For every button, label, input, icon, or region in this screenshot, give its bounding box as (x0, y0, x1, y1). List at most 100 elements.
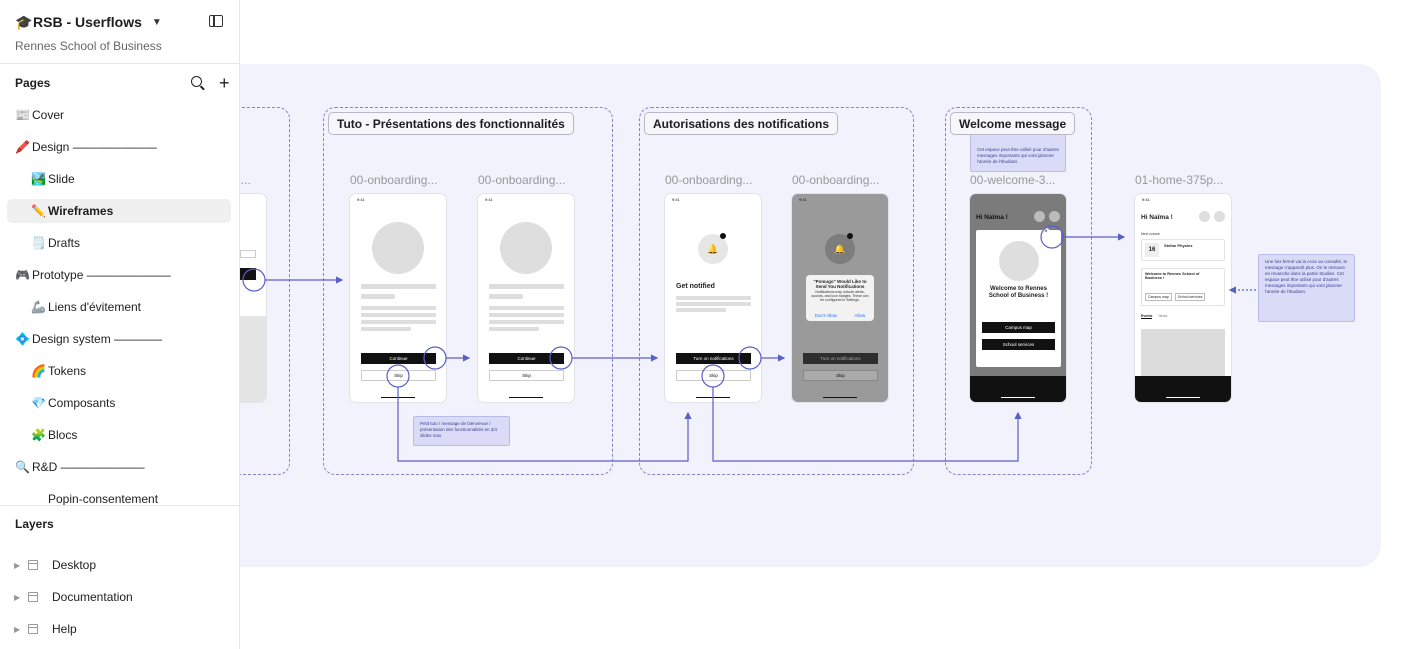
continue-button[interactable]: Continue (489, 353, 564, 364)
phone-onboarding-1[interactable]: 9:41 Continue Skip (350, 194, 446, 402)
text-placeholder (676, 308, 726, 312)
home-tabs: Events News (1141, 314, 1167, 319)
page-item-liens[interactable]: 🦾Liens d'évitement (7, 295, 231, 319)
turn-on-notifications-button[interactable]: Turn on notifications (676, 353, 751, 364)
section-partial[interactable] (240, 107, 290, 475)
phone-onboarding-3[interactable]: 9:41 🔔 Get notified Turn on notification… (665, 194, 761, 402)
continue-button[interactable]: Continue (361, 353, 436, 364)
page-item-design-system[interactable]: 💠Design system ———— (7, 327, 231, 351)
skip-button[interactable]: Skip (489, 370, 564, 381)
page-item-slide[interactable]: 🏞️Slide (7, 167, 231, 191)
tab-events[interactable]: Events (1141, 314, 1153, 319)
section-tuto[interactable] (323, 107, 613, 475)
home-indicator (381, 396, 415, 398)
tab-bar (970, 376, 1066, 402)
text-placeholder (489, 313, 564, 317)
next-course-label: Next course (1141, 232, 1160, 236)
welcome-card[interactable]: Welcome to Rennes School of Business ! C… (1141, 268, 1225, 306)
caret-right-icon[interactable]: ▶ (14, 592, 21, 602)
layer-row-desktop[interactable]: ▶ Desktop (14, 555, 234, 575)
skip-button[interactable]: Skip (803, 370, 878, 381)
page-item-rd[interactable]: 🔍R&D ——————— (7, 455, 231, 479)
section-label-tuto[interactable]: Tuto - Présentations des fonctionnalités (328, 112, 574, 135)
home-indicator (1001, 396, 1035, 398)
page-item-blocs[interactable]: 🧩Blocs (7, 423, 231, 447)
page-item-cover[interactable]: 📰Cover (7, 103, 231, 127)
chevron-down-icon[interactable]: ▼ (151, 16, 162, 28)
page-item-wireframes[interactable]: ✏️Wireframes (7, 199, 231, 223)
dont-allow-button[interactable]: Don't Allow (814, 313, 837, 318)
section-label-notifications[interactable]: Autorisations des notifications (644, 112, 839, 135)
frame-name: 00-onboarding... (350, 173, 438, 187)
text-placeholder (361, 284, 436, 289)
page-label: Slide (48, 172, 75, 186)
text-placeholder (361, 294, 395, 299)
get-notified-title: Get notified (676, 283, 715, 290)
bell-icon: 🔔 (825, 234, 855, 264)
tab-news[interactable]: News (1158, 314, 1168, 318)
status-time: 9:41 (485, 197, 493, 202)
course-day: 16 (1145, 243, 1159, 257)
page-item-popin[interactable]: Popin-consentement (7, 487, 231, 505)
add-page-icon[interactable]: + (219, 73, 230, 93)
page-item-tokens[interactable]: 🌈Tokens (7, 359, 231, 383)
input-bar (240, 250, 256, 258)
layer-row-documentation[interactable]: ▶ Documentation (14, 587, 234, 607)
page-item-drafts[interactable]: 🗒️Drafts (7, 231, 231, 255)
caret-right-icon[interactable]: ▶ (14, 624, 21, 634)
note-tuto[interactable]: Petit tuto / message de bienvenue / prés… (413, 416, 510, 446)
file-title[interactable]: RSB - Userflows (33, 14, 142, 30)
permission-dialog[interactable]: "Pomugo" Would Like to Send You Notifica… (806, 275, 874, 321)
page-emoji: 💠 (15, 332, 30, 346)
page-emoji: 🦾 (31, 300, 46, 314)
section-notifications[interactable] (639, 107, 914, 475)
section-label-welcome[interactable]: Welcome message (950, 112, 1076, 135)
page-item-prototype[interactable]: 🎮Prototype ——————— (7, 263, 231, 287)
file-emoji: 🎓 (15, 13, 33, 30)
phone-welcome[interactable]: Hi Naïma ! Welcome to Rennes School of B… (970, 194, 1066, 402)
close-icon[interactable]: × (1042, 228, 1050, 236)
layer-label: Help (52, 622, 77, 636)
status-time: 9:41 (799, 197, 807, 202)
pages-list: 📰Cover 🖍️Design ——————— 🏞️Slide ✏️Wirefr… (7, 103, 231, 505)
text-placeholder (489, 327, 539, 331)
text-placeholder (489, 306, 564, 310)
sidebar-toggle-icon[interactable] (209, 15, 223, 27)
school-services-button[interactable]: School services (982, 339, 1055, 350)
search-icon[interactable] (191, 76, 205, 90)
status-time: 9:41 (672, 197, 680, 202)
text-placeholder (489, 294, 523, 299)
allow-button[interactable]: Allow (854, 313, 866, 318)
home-indicator (509, 396, 543, 398)
campus-map-button[interactable]: Campus map (982, 322, 1055, 333)
caret-right-icon[interactable]: ▶ (14, 560, 21, 570)
text-placeholder (361, 313, 436, 317)
page-item-design[interactable]: 🖍️Design ——————— (7, 135, 231, 159)
page-label: Wireframes (48, 204, 114, 218)
page-item-composants[interactable]: 💎Composants (7, 391, 231, 415)
school-services-chip[interactable]: School services (1174, 293, 1206, 301)
settings-icon[interactable] (1049, 211, 1060, 222)
page-label: Design system ———— (32, 332, 163, 346)
turn-on-notifications-button[interactable]: Turn on notifications (803, 353, 878, 364)
welcome-modal[interactable]: Welcome to Rennes School of Business ! C… (976, 230, 1061, 367)
phone-home[interactable]: 9:41 Hi Naïma ! Next course 16 Stellar P… (1135, 194, 1231, 402)
notification-dot (847, 233, 853, 239)
phone-onboarding-2[interactable]: 9:41 Continue Skip (478, 194, 574, 402)
home-indicator (1166, 396, 1200, 398)
skip-button[interactable]: Skip (361, 370, 436, 381)
activity-icon[interactable] (1199, 211, 1210, 222)
phone-onboarding-4[interactable]: 9:41 🔔 "Pomugo" Would Like to Send You N… (792, 194, 888, 402)
note-home[interactable]: Une fois fermé via la croix ou consulté,… (1258, 254, 1355, 322)
course-card[interactable]: 16 Stellar Physics (1141, 239, 1225, 261)
skip-button[interactable]: Skip (676, 370, 751, 381)
file-subtitle: Rennes School of Business (15, 39, 162, 53)
phone-partial[interactable] (240, 194, 266, 402)
dialog-body: Notifications may include alerts, sounds… (811, 290, 869, 302)
design-canvas[interactable]: g... Tuto - Présentations des fonctionna… (240, 0, 1418, 649)
settings-icon[interactable] (1214, 211, 1225, 222)
activity-icon[interactable] (1034, 211, 1045, 222)
section-welcome[interactable] (945, 107, 1092, 475)
campus-map-chip[interactable]: Campus map (1145, 293, 1172, 301)
layer-row-help[interactable]: ▶ Help (14, 619, 234, 639)
